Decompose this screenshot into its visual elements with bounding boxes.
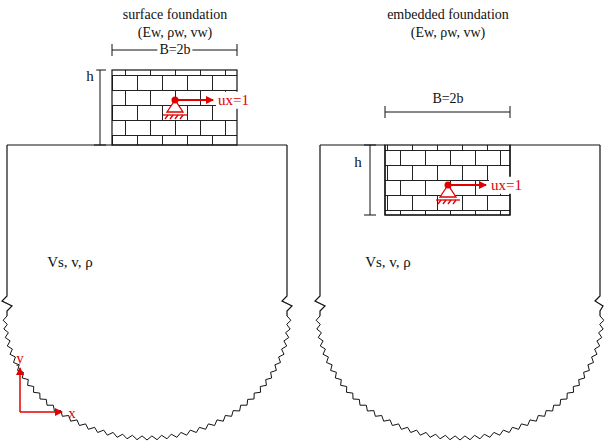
- axis-label: y: [14, 350, 26, 367]
- dimension-label: B=2b: [430, 91, 465, 106]
- title-text: embedded foundation: [385, 7, 511, 22]
- dimension-label: h: [352, 154, 364, 171]
- title-text: surface foundation: [121, 7, 230, 22]
- dof-label: ux=1: [216, 92, 251, 109]
- material-text: (Ew, ρw, vw): [136, 25, 214, 40]
- dimension-label: h: [84, 68, 96, 85]
- soil-properties: Vs, v, ρ: [45, 254, 95, 271]
- dimension-label: B=2b: [157, 42, 192, 57]
- dof-label: ux=1: [489, 177, 524, 194]
- soil-properties: Vs, v, ρ: [363, 254, 413, 271]
- material-text: (Ew, ρw, vw): [409, 25, 487, 40]
- axis-label: x: [66, 405, 78, 422]
